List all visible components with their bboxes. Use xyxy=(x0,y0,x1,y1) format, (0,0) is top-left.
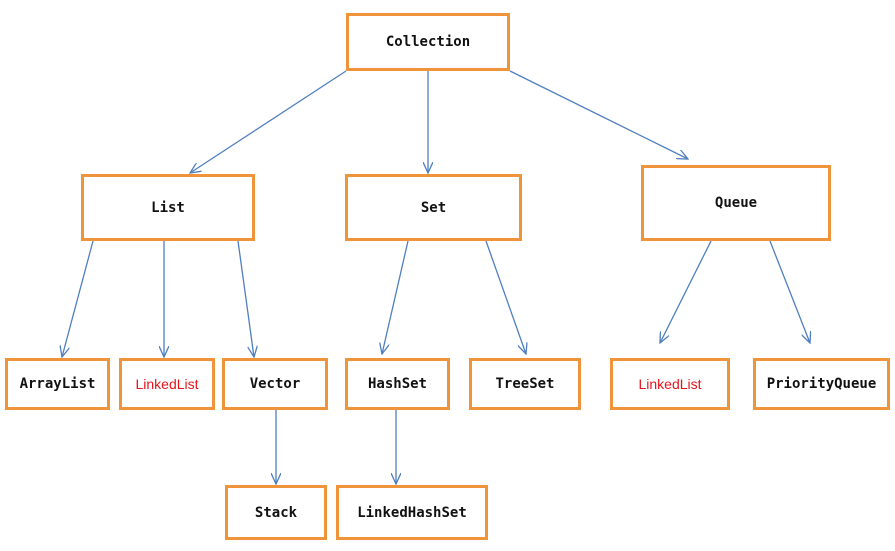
node-queue: Queue xyxy=(641,165,831,241)
node-linkedlist-queue: LinkedList xyxy=(610,358,730,410)
node-vector: Vector xyxy=(222,358,328,410)
edge-set-to-hashset xyxy=(382,240,409,354)
node-set: Set xyxy=(345,174,522,241)
node-linkedhashset: LinkedHashSet xyxy=(336,485,488,540)
edge-queue-to-linkedlist-queue xyxy=(660,240,712,343)
edge-queue-to-priorityqueue xyxy=(769,240,810,343)
node-stack: Stack xyxy=(225,485,327,540)
edge-set-to-treeset xyxy=(485,240,526,354)
node-collection: Collection xyxy=(346,13,510,71)
node-hashset: HashSet xyxy=(345,358,450,410)
edge-list-to-vector xyxy=(237,240,254,357)
edge-collection-to-queue xyxy=(509,70,688,159)
node-priorityqueue: PriorityQueue xyxy=(753,358,890,410)
node-arraylist: ArrayList xyxy=(5,358,110,410)
edge-collection-to-list xyxy=(190,70,347,173)
node-treeset: TreeSet xyxy=(469,358,581,410)
node-linkedlist-list: LinkedList xyxy=(119,358,215,410)
edge-list-to-arraylist xyxy=(62,240,94,357)
node-list: List xyxy=(81,174,255,241)
